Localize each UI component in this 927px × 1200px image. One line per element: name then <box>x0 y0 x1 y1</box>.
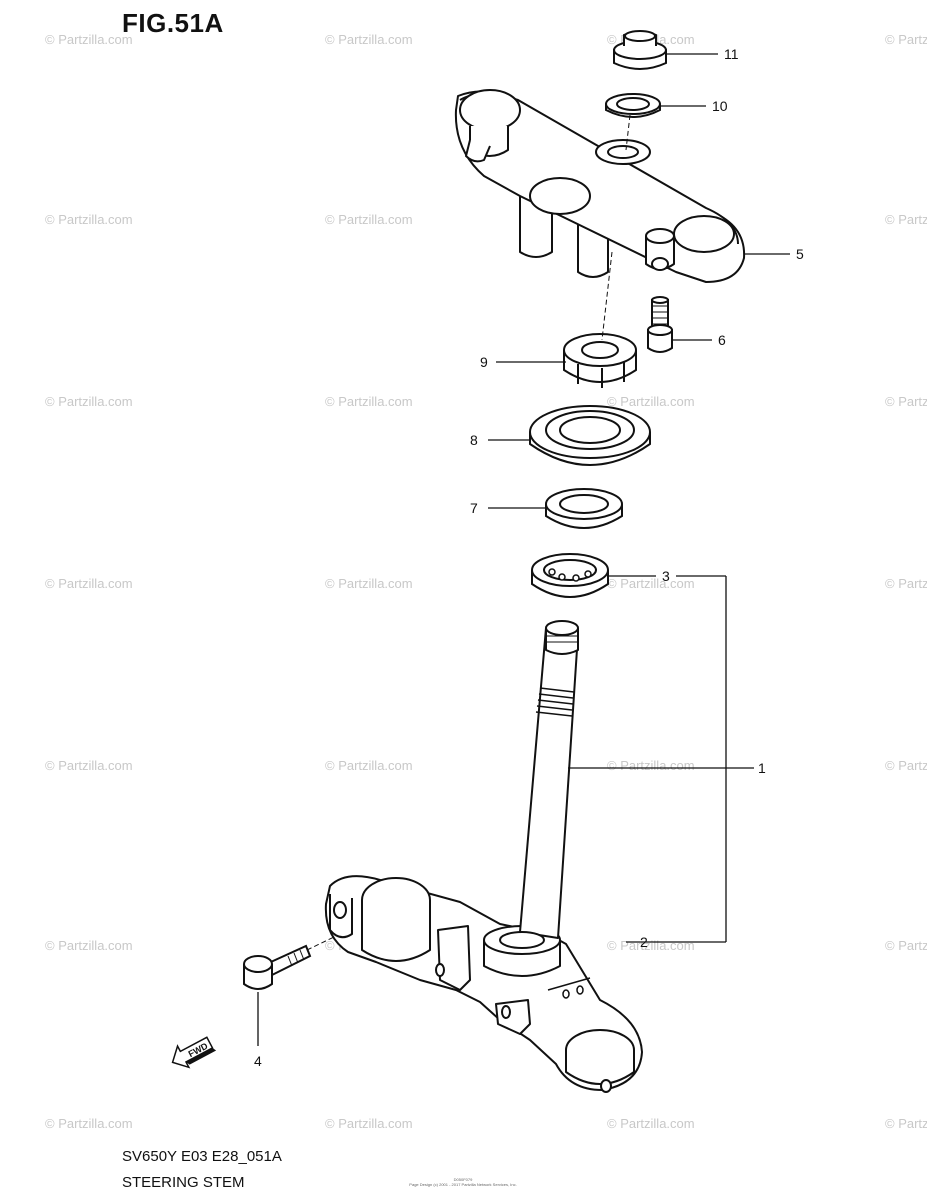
part-7-dust-seal[interactable] <box>545 488 623 529</box>
model-code: SV650Y E03 E28_051A <box>122 1148 282 1165</box>
fine-print-code: D050F079 <box>453 1177 473 1182</box>
callout-labels: 11 10 5 6 9 8 7 3 1 2 4 <box>254 46 804 1069</box>
watermark-text: © Partzilla.com <box>607 394 695 409</box>
fine-print: D050F079 Page Design (c) 2001 - 2017 Par… <box>398 1177 528 1187</box>
watermark-text: © Partzilla.com <box>885 576 927 591</box>
watermark-text: © Partzilla.com <box>45 212 133 227</box>
leader-lines <box>257 53 790 1046</box>
callout-6: 6 <box>718 332 726 348</box>
watermark-text: © Partzilla.com <box>325 394 413 409</box>
watermark-text: © Partzilla.com <box>45 1116 133 1131</box>
section-name: STEERING STEM <box>122 1174 245 1191</box>
watermark-text: © Partzilla.com <box>45 576 133 591</box>
figure-title: FIG.51A <box>122 8 224 38</box>
part-6-bolt[interactable] <box>647 296 673 353</box>
watermark-text: © Partzilla.com <box>325 576 413 591</box>
watermark-text: © Partzilla.com <box>607 576 695 591</box>
watermark-text: © Partzilla.com <box>607 938 695 953</box>
callout-3: 3 <box>662 568 670 584</box>
callout-5: 5 <box>796 246 804 262</box>
watermark-text: © Partzilla.com <box>325 212 413 227</box>
callout-1: 1 <box>758 760 766 776</box>
watermark-text: © Partzilla.com <box>885 758 927 773</box>
part-3-bearing[interactable] <box>531 553 609 598</box>
watermark-text: © Partzilla.com <box>607 1116 695 1131</box>
watermark-text: © Partzilla.com <box>45 758 133 773</box>
part-1-steering-stem[interactable] <box>324 620 643 1093</box>
watermark-text: © Partzilla.com <box>885 1116 927 1131</box>
watermark-text: © Partzilla.com <box>45 938 133 953</box>
callout-2: 2 <box>640 934 648 950</box>
watermark-text: © Partzilla.com <box>885 938 927 953</box>
assembly-lines <box>306 114 631 951</box>
fine-print-copyright: Page Design (c) 2001 - 2017 Partzilla Ne… <box>409 1182 517 1187</box>
part-8-seal[interactable] <box>529 405 651 466</box>
callout-11: 11 <box>724 46 739 62</box>
part-10-washer[interactable] <box>605 93 661 118</box>
part-4-pinch-bolt[interactable] <box>243 944 312 990</box>
fwd-arrow-icon: FWD <box>171 1036 217 1069</box>
watermark-text: © Partzilla.com <box>45 32 133 47</box>
watermark-text: © Partzilla.com <box>325 1116 413 1131</box>
part-9-stem-nut[interactable] <box>563 333 637 388</box>
callout-7: 7 <box>470 500 478 516</box>
callout-10: 10 <box>712 98 728 114</box>
watermark-text: © Partzilla.com <box>607 758 695 773</box>
callout-4: 4 <box>254 1053 262 1069</box>
part-11-cap-nut[interactable] <box>613 30 667 70</box>
part-5-upper-bracket[interactable] <box>454 89 746 283</box>
watermark-text: © Partzilla.com <box>325 758 413 773</box>
watermark-text: © Partzilla.com <box>885 394 927 409</box>
watermark-text: © Partzilla.com <box>885 212 927 227</box>
watermark-text: © Partzilla.com <box>885 32 927 47</box>
callout-8: 8 <box>470 432 478 448</box>
watermark-text: © Partzilla.com <box>325 32 413 47</box>
watermark-text: © Partzilla.com <box>45 394 133 409</box>
callout-9: 9 <box>480 354 488 370</box>
